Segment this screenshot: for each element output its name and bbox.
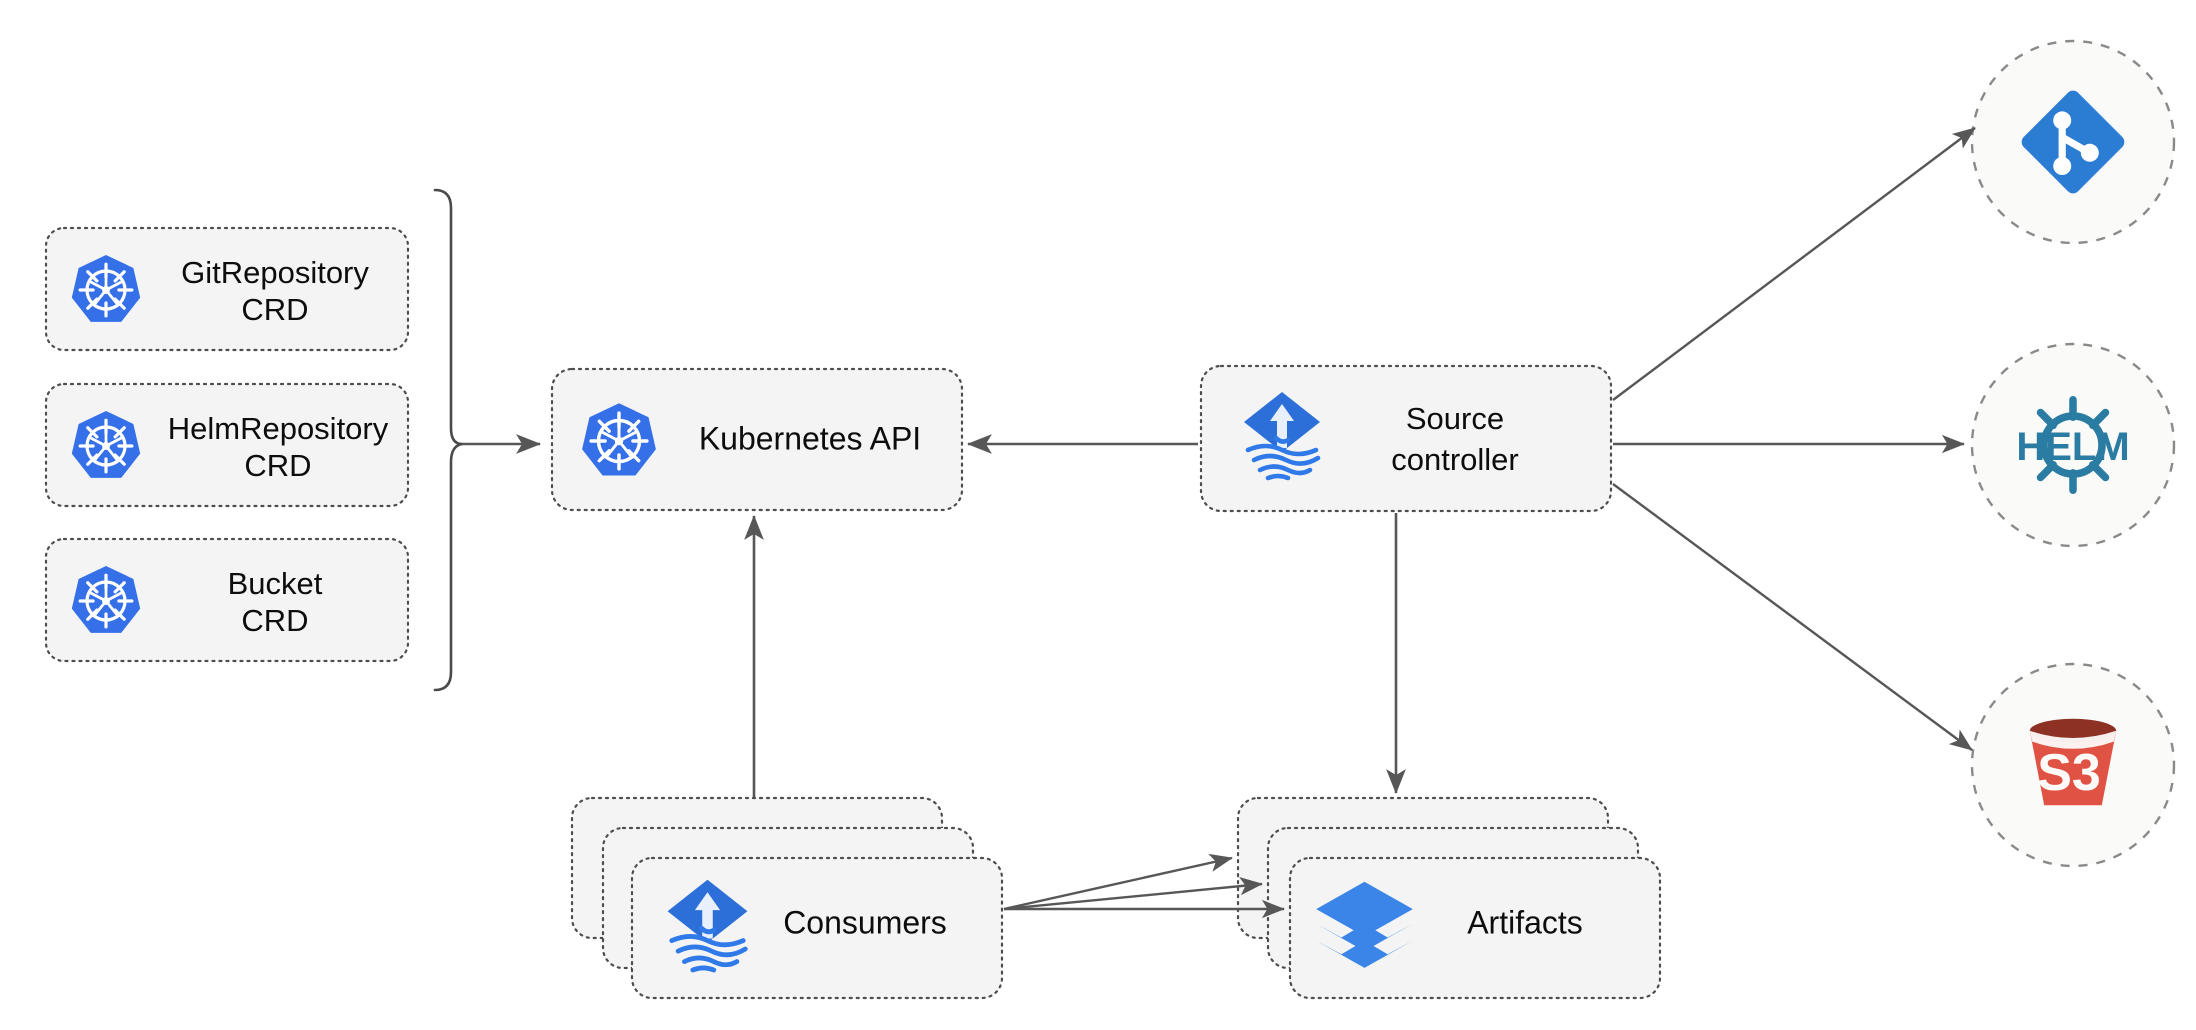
node-label-source-line1: Source <box>1406 401 1504 436</box>
helm-label: HELM <box>2016 425 2129 469</box>
crd-label-line2: CRD <box>241 292 308 327</box>
target-s3[interactable]: S3 <box>1970 662 2176 868</box>
node-label-source-line2: controller <box>1391 442 1519 477</box>
node-artifacts[interactable]: Artifacts <box>1236 796 1662 1000</box>
edge-consumers-to-artifacts-1 <box>1003 853 1233 911</box>
crd-label-line1: GitRepository <box>181 255 369 290</box>
node-kubernetes-api[interactable]: Kubernetes API <box>550 367 964 512</box>
crd-label-line1: HelmRepository <box>168 411 389 446</box>
node-label-kubernetes-api: Kubernetes API <box>699 420 921 456</box>
crd-box-gitrepository[interactable]: GitRepository CRD <box>44 226 410 352</box>
crd-label-line2: CRD <box>244 448 311 483</box>
node-consumers[interactable]: Consumers <box>570 796 1004 1000</box>
node-label-consumers: Consumers <box>783 904 947 940</box>
crd-label-line1: Bucket <box>228 566 323 601</box>
crd-box-helmrepository[interactable]: HelmRepository CRD <box>44 382 410 508</box>
target-helm[interactable]: HELM <box>1970 342 2176 548</box>
node-label-artifacts: Artifacts <box>1467 904 1583 940</box>
target-git[interactable] <box>1970 39 2176 245</box>
crd-label-line2: CRD <box>241 603 308 638</box>
crd-group-brace <box>433 188 464 692</box>
edge-source-to-s3 <box>1612 483 1973 751</box>
crd-box-bucket[interactable]: Bucket CRD <box>44 537 410 663</box>
s3-label: S3 <box>2037 744 2101 802</box>
crd-group: GitRepository CRD HelmRepository CRD Buc… <box>44 188 464 692</box>
node-source-controller[interactable]: Source controller <box>1199 364 1613 513</box>
edge-consumers-to-artifacts-2 <box>1003 877 1263 911</box>
edge-source-to-git <box>1612 127 1976 401</box>
